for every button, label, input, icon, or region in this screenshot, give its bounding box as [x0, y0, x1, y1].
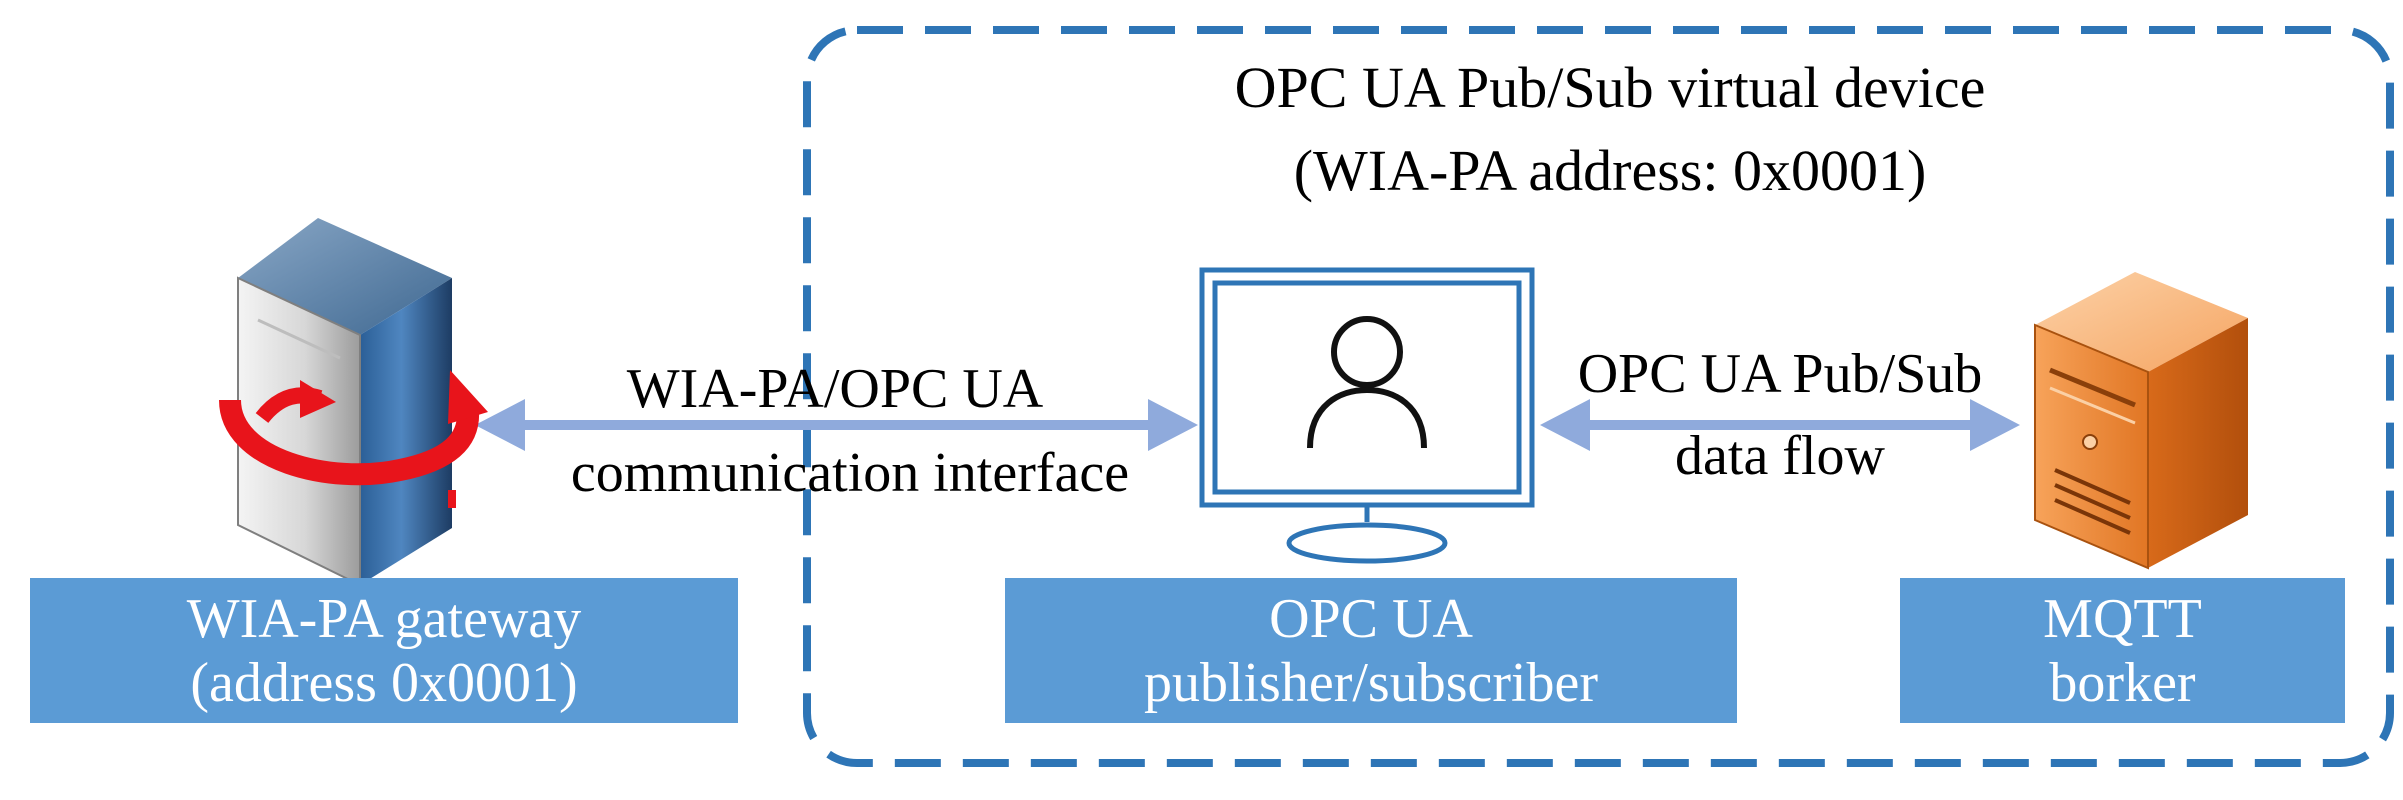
right-link-label-line1: OPC UA Pub/Sub	[1577, 343, 1983, 405]
publisher-label-line1: OPC UA	[1269, 587, 1473, 650]
server-tower-icon	[219, 218, 488, 587]
publisher-label-line2: publisher/subscriber	[1143, 651, 1599, 714]
orange-server-icon	[2034, 272, 2248, 570]
right-link-label-line2: data flow	[1675, 425, 1885, 487]
virtual-device-title-line1: OPC UA Pub/Sub virtual device	[1234, 55, 1986, 120]
left-link-label-line2: communication interface	[570, 442, 1130, 504]
gateway-label-line2: (address 0x0001)	[190, 651, 578, 714]
gateway-label-line1: WIA-PA gateway	[186, 587, 582, 650]
left-double-arrow	[475, 399, 1198, 451]
virtual-device-title-line2: (WIA-PA address: 0x0001)	[1293, 138, 1927, 203]
publisher-label-box: OPC UA publisher/subscriber	[1005, 578, 1737, 723]
broker-label-line1: MQTT	[2043, 587, 2202, 650]
left-link-label-line1: WIA-PA/OPC UA	[626, 358, 1044, 420]
broker-label-line2: borker	[2049, 651, 2196, 714]
right-double-arrow	[1540, 399, 2020, 451]
computer-monitor-user-icon	[1199, 267, 1535, 564]
virtual-device-border	[803, 26, 2394, 767]
broker-label-box: MQTT borker	[1900, 578, 2345, 723]
gateway-label-box: WIA-PA gateway (address 0x0001)	[30, 578, 738, 723]
